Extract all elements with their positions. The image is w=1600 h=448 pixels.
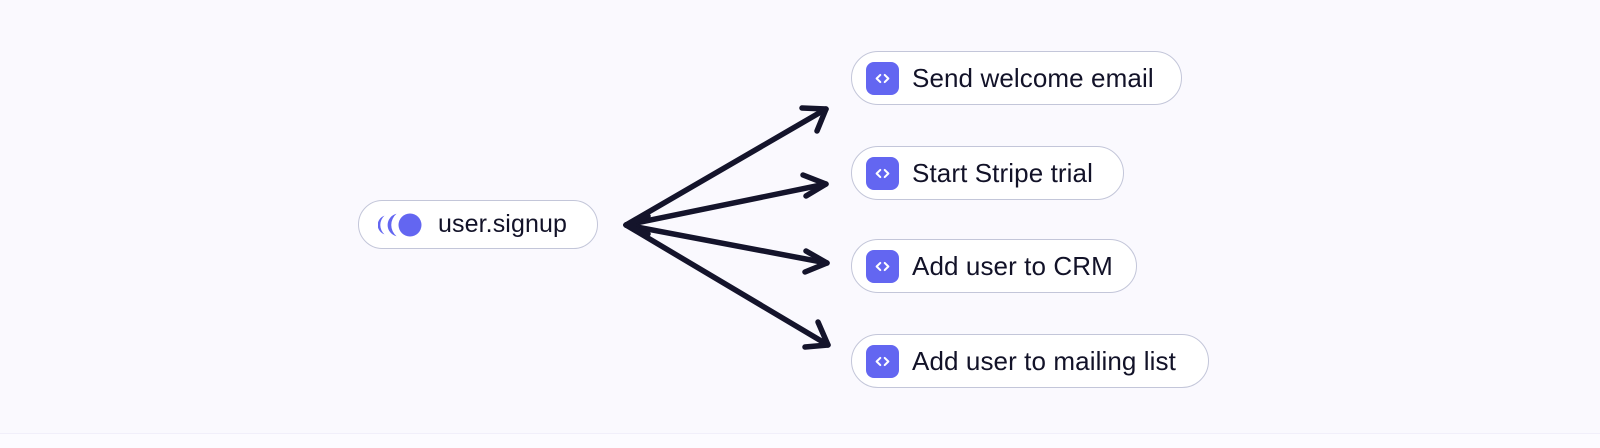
code-brackets-icon bbox=[866, 61, 899, 95]
edge-to-add-user-to-mailing-list bbox=[623, 222, 831, 350]
broadcast-signal-icon bbox=[378, 213, 422, 236]
trigger-node-label: user.signup bbox=[438, 210, 567, 238]
code-brackets-icon bbox=[866, 344, 899, 378]
bottom-strip bbox=[0, 434, 1600, 448]
action-node-label: Start Stripe trial bbox=[912, 157, 1093, 188]
edge-to-send-welcome-email bbox=[623, 105, 829, 228]
edge-to-add-user-to-crm bbox=[623, 222, 830, 275]
code-brackets-icon bbox=[866, 156, 899, 190]
edge-to-start-stripe-trial bbox=[623, 172, 829, 228]
action-node-start-stripe-trial[interactable]: Start Stripe trial bbox=[851, 146, 1124, 200]
code-brackets-icon bbox=[866, 249, 899, 283]
action-node-send-welcome-email[interactable]: Send welcome email bbox=[851, 51, 1182, 105]
action-node-add-user-to-mailing-list[interactable]: Add user to mailing list bbox=[851, 334, 1209, 388]
action-node-label: Add user to mailing list bbox=[912, 345, 1176, 376]
trigger-node-user-signup[interactable]: user.signup bbox=[358, 200, 598, 249]
action-node-label: Add user to CRM bbox=[912, 250, 1113, 281]
fanout-origin-marker bbox=[623, 213, 651, 237]
bottom-divider bbox=[0, 433, 1600, 434]
action-node-add-user-to-crm[interactable]: Add user to CRM bbox=[851, 239, 1137, 293]
action-node-label: Send welcome email bbox=[912, 62, 1154, 93]
